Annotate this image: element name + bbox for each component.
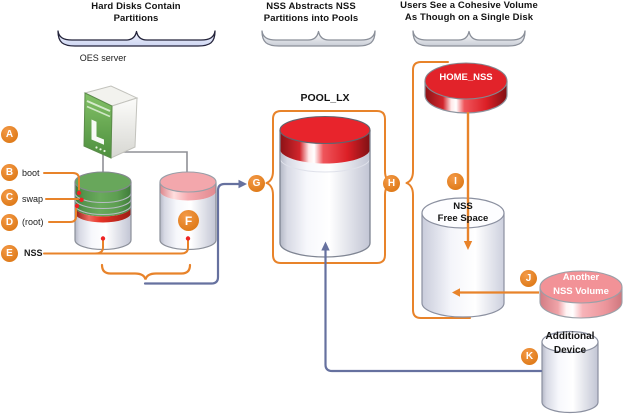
callout-h: H bbox=[383, 175, 400, 192]
callout-g: G bbox=[248, 175, 265, 192]
free-space-label: NSS Free Space bbox=[423, 201, 503, 225]
callout-d: D bbox=[1, 214, 18, 231]
device-to-pool-connector bbox=[321, 241, 543, 373]
home-nss-label: HOME_NSS bbox=[439, 72, 493, 83]
callout-j: J bbox=[520, 270, 537, 287]
title-line: Users See a Cohesive Volume bbox=[400, 0, 538, 11]
home-to-freespace-arrow bbox=[463, 112, 473, 250]
callout-i: I bbox=[447, 173, 464, 190]
partition-markers bbox=[74, 190, 191, 241]
title-line: Hard Disks Contain bbox=[91, 1, 181, 12]
additional-device-cylinder bbox=[541, 330, 599, 414]
another-volume-disk bbox=[539, 270, 623, 319]
free-space-cylinder bbox=[421, 197, 505, 318]
free-space-line: NSS bbox=[453, 201, 473, 212]
title-line: NSS Abstracts NSS bbox=[266, 1, 356, 12]
brace-disks bbox=[57, 30, 216, 47]
pool-cylinder bbox=[279, 115, 371, 258]
callout-k: K bbox=[521, 348, 538, 365]
partition-label-boot: boot bbox=[22, 168, 40, 178]
home-nss-disk bbox=[424, 62, 508, 114]
partition-label-root: (root) bbox=[22, 217, 44, 227]
partitioned-disk-cylinder bbox=[74, 171, 132, 251]
additional-device-line: Additional bbox=[545, 331, 595, 342]
another-volume-line: NSS Volume bbox=[553, 285, 609, 297]
another-volume-arrow bbox=[452, 288, 539, 297]
pool-bracket bbox=[265, 110, 393, 264]
section-title-pools: NSS Abstracts NSS Partitions into Pools bbox=[233, 1, 389, 24]
partition-pointers bbox=[43, 172, 189, 255]
nss-partitions-brace bbox=[100, 263, 192, 280]
title-line: Partitions into Pools bbox=[263, 12, 359, 24]
partition-label-swap: swap bbox=[22, 194, 44, 204]
section-title-disks: Hard Disks Contain Partitions bbox=[58, 1, 214, 24]
callout-a: A bbox=[1, 126, 18, 143]
free-space-line: Free Space bbox=[437, 213, 489, 224]
partitions-to-pool-connector bbox=[143, 179, 247, 285]
callout-c: C bbox=[1, 189, 18, 206]
volumes-bracket bbox=[405, 61, 471, 319]
brace-volumes bbox=[412, 30, 526, 47]
brace-pools bbox=[261, 30, 376, 47]
oes-server-icon bbox=[83, 85, 139, 159]
title-line: As Though on a Single Disk bbox=[404, 11, 534, 23]
section-title-volumes: Users See a Cohesive Volume As Though on… bbox=[390, 0, 548, 23]
callout-f: F bbox=[178, 210, 199, 231]
partition-label-nss: NSS bbox=[24, 248, 43, 258]
additional-device-line: Device bbox=[553, 345, 587, 356]
callout-b: B bbox=[1, 164, 18, 181]
pool-label: POOL_LX bbox=[300, 92, 350, 104]
another-volume-line: Another bbox=[562, 272, 600, 283]
another-volume-label: Another NSS Volume bbox=[541, 271, 621, 298]
additional-device-label: Additional Device bbox=[530, 330, 610, 358]
callout-e: E bbox=[1, 245, 18, 262]
title-line: Partitions bbox=[113, 12, 159, 24]
oes-server-label: OES server bbox=[79, 53, 127, 63]
